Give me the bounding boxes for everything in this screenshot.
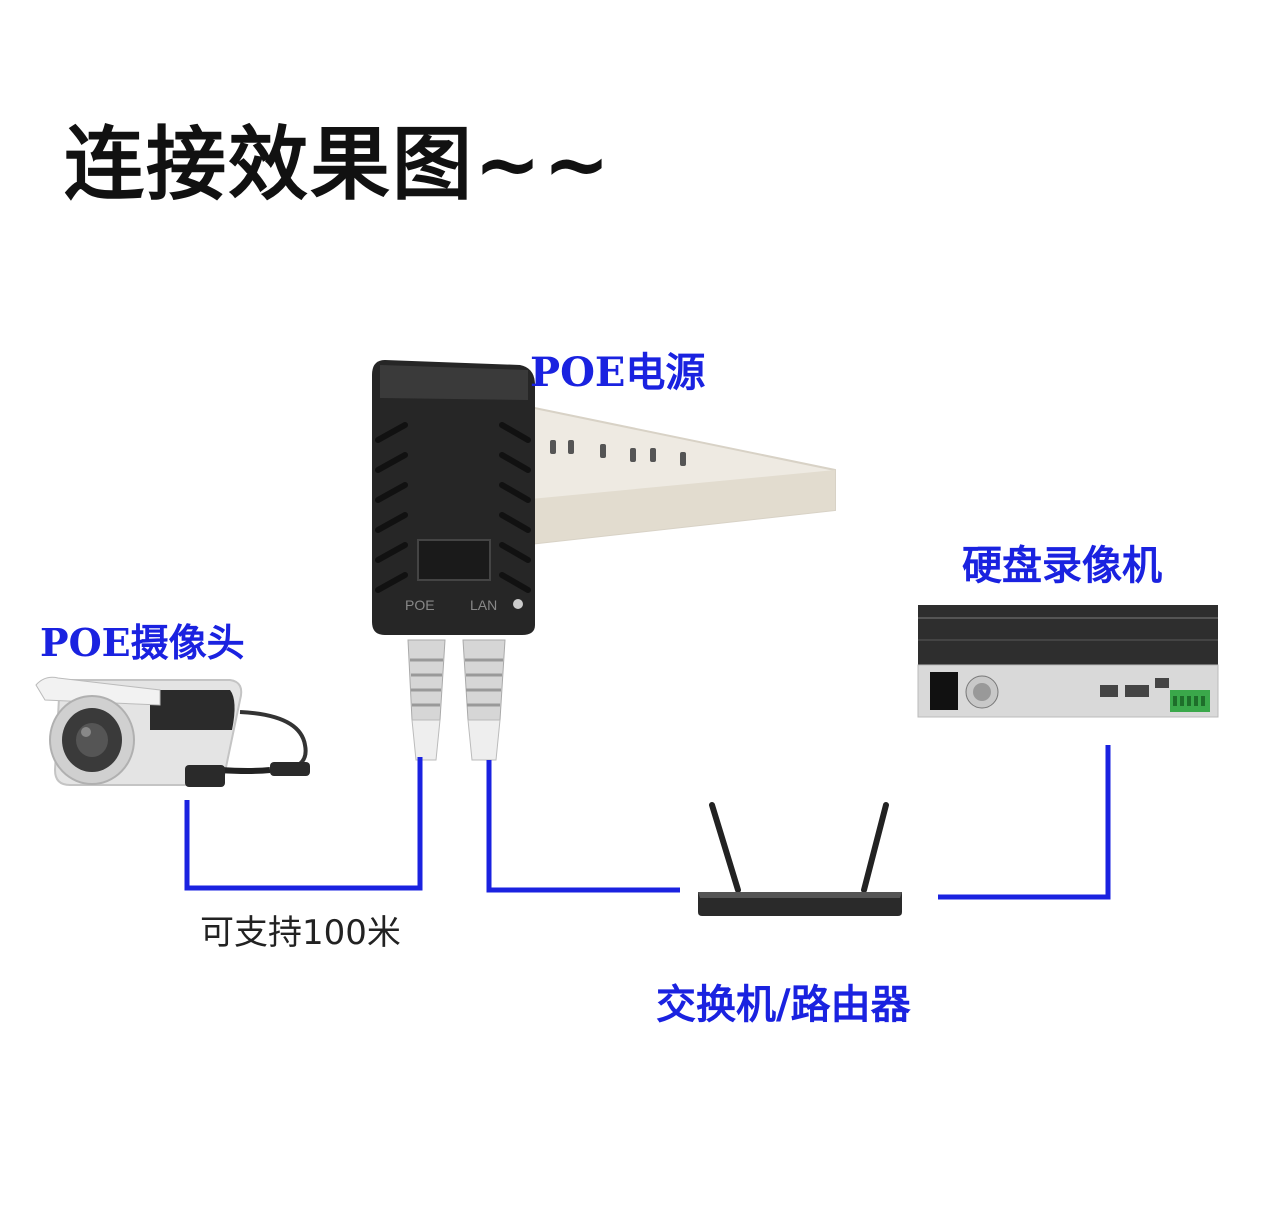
wire-router-to-nvr [938, 745, 1111, 900]
nvr-label: 硬盘录像机 [962, 542, 1162, 589]
poe-camera [35, 676, 310, 787]
rj45-plug-poe [407, 639, 446, 761]
wire-adapter-to-router [486, 760, 680, 893]
poe-camera-label: POE摄像头 [40, 620, 245, 665]
wire-camera-to-adapter [184, 757, 423, 891]
adapter-port-lan-label: LAN [470, 597, 497, 613]
page-title: 连接效果图~~ [64, 118, 613, 211]
switch-router-label: 交换机/路由器 [656, 981, 911, 1028]
router-device [698, 802, 902, 916]
poe-adapter: POE LAN [372, 360, 535, 635]
power-strip [519, 403, 836, 547]
distance-note: 可支持100米 [200, 913, 401, 953]
rj45-plug-lan [462, 639, 506, 761]
nvr-device [917, 605, 1219, 718]
adapter-port-poe-label: POE [405, 597, 435, 613]
network-wires [184, 745, 1111, 900]
poe-power-label: POE电源 [530, 349, 706, 396]
